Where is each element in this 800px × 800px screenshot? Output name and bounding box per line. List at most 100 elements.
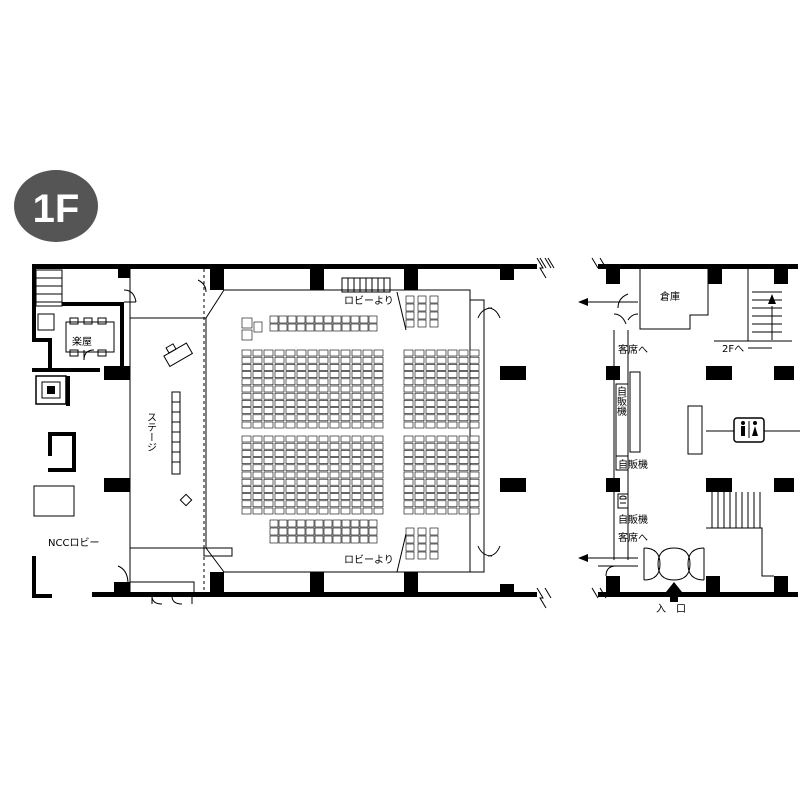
seat [252,421,263,429]
seat [340,371,351,378]
seat [447,507,458,515]
seat [447,493,458,500]
seat [458,471,469,479]
seat [274,400,285,407]
seat [274,378,285,386]
seat [340,349,351,357]
seat [252,464,263,472]
seat [341,535,351,544]
seat [285,414,296,422]
seat [340,471,351,479]
seat [368,527,378,536]
seat [403,457,414,464]
seat [329,478,340,486]
seat [241,486,252,493]
seat [362,450,373,457]
seat [403,464,414,472]
seat [323,315,333,324]
seat [241,507,252,515]
seat [362,486,373,493]
seat [329,442,340,450]
seat [287,535,297,544]
seat [351,464,362,472]
seat [329,471,340,479]
seat [285,400,296,407]
seat [285,371,296,378]
seat [241,349,252,357]
seat [414,471,425,479]
seat [307,421,318,429]
seat [340,356,351,364]
seat [285,392,296,400]
seat [318,500,329,508]
seat [307,349,318,357]
seat [274,507,285,515]
main-hall: 楽屋 NCCロビー [32,257,552,609]
seat [403,471,414,479]
seat [318,414,329,422]
seat [417,527,427,536]
seat [318,378,329,386]
seat [447,356,458,364]
seat [285,457,296,464]
seat [296,356,307,364]
restroom-icon [733,417,765,443]
seat [252,414,263,422]
seat [469,500,480,508]
seat [263,442,274,450]
seat [403,414,414,422]
seat [340,457,351,464]
seat [274,471,285,479]
seat [263,385,274,393]
seat [241,385,252,393]
seat [318,400,329,407]
seat [362,414,373,422]
seat [351,500,362,508]
seat [252,450,263,457]
seat [458,500,469,508]
seat [429,535,439,544]
seat [318,421,329,429]
seat [340,435,351,443]
seat [447,486,458,493]
seat [458,421,469,429]
seat [362,421,373,429]
seat [405,295,415,304]
seat [417,295,427,304]
seat [241,457,252,464]
seat [340,392,351,400]
seat [329,450,340,457]
seat [263,457,274,464]
seat [263,356,274,364]
from-lobby-top-label: ロビーより [344,295,394,307]
seat [307,435,318,443]
seat [307,442,318,450]
seat [307,493,318,500]
seat [241,329,253,341]
seat [307,507,318,515]
seat [329,464,340,472]
seat [425,356,436,364]
seat [362,478,373,486]
seat [458,378,469,386]
seat [341,527,351,536]
seat [252,500,263,508]
seat [359,535,369,544]
seat [362,457,373,464]
seat [296,392,307,400]
seat [403,385,414,393]
seat [274,486,285,493]
seat [351,493,362,500]
seat [241,435,252,443]
seat [318,486,329,493]
seat [252,378,263,386]
seat [458,486,469,493]
seat [241,356,252,364]
seat [436,478,447,486]
seat [351,385,362,393]
seat [351,407,362,414]
seat [373,400,384,407]
seat [332,535,342,544]
seat [296,323,306,332]
seat [414,493,425,500]
